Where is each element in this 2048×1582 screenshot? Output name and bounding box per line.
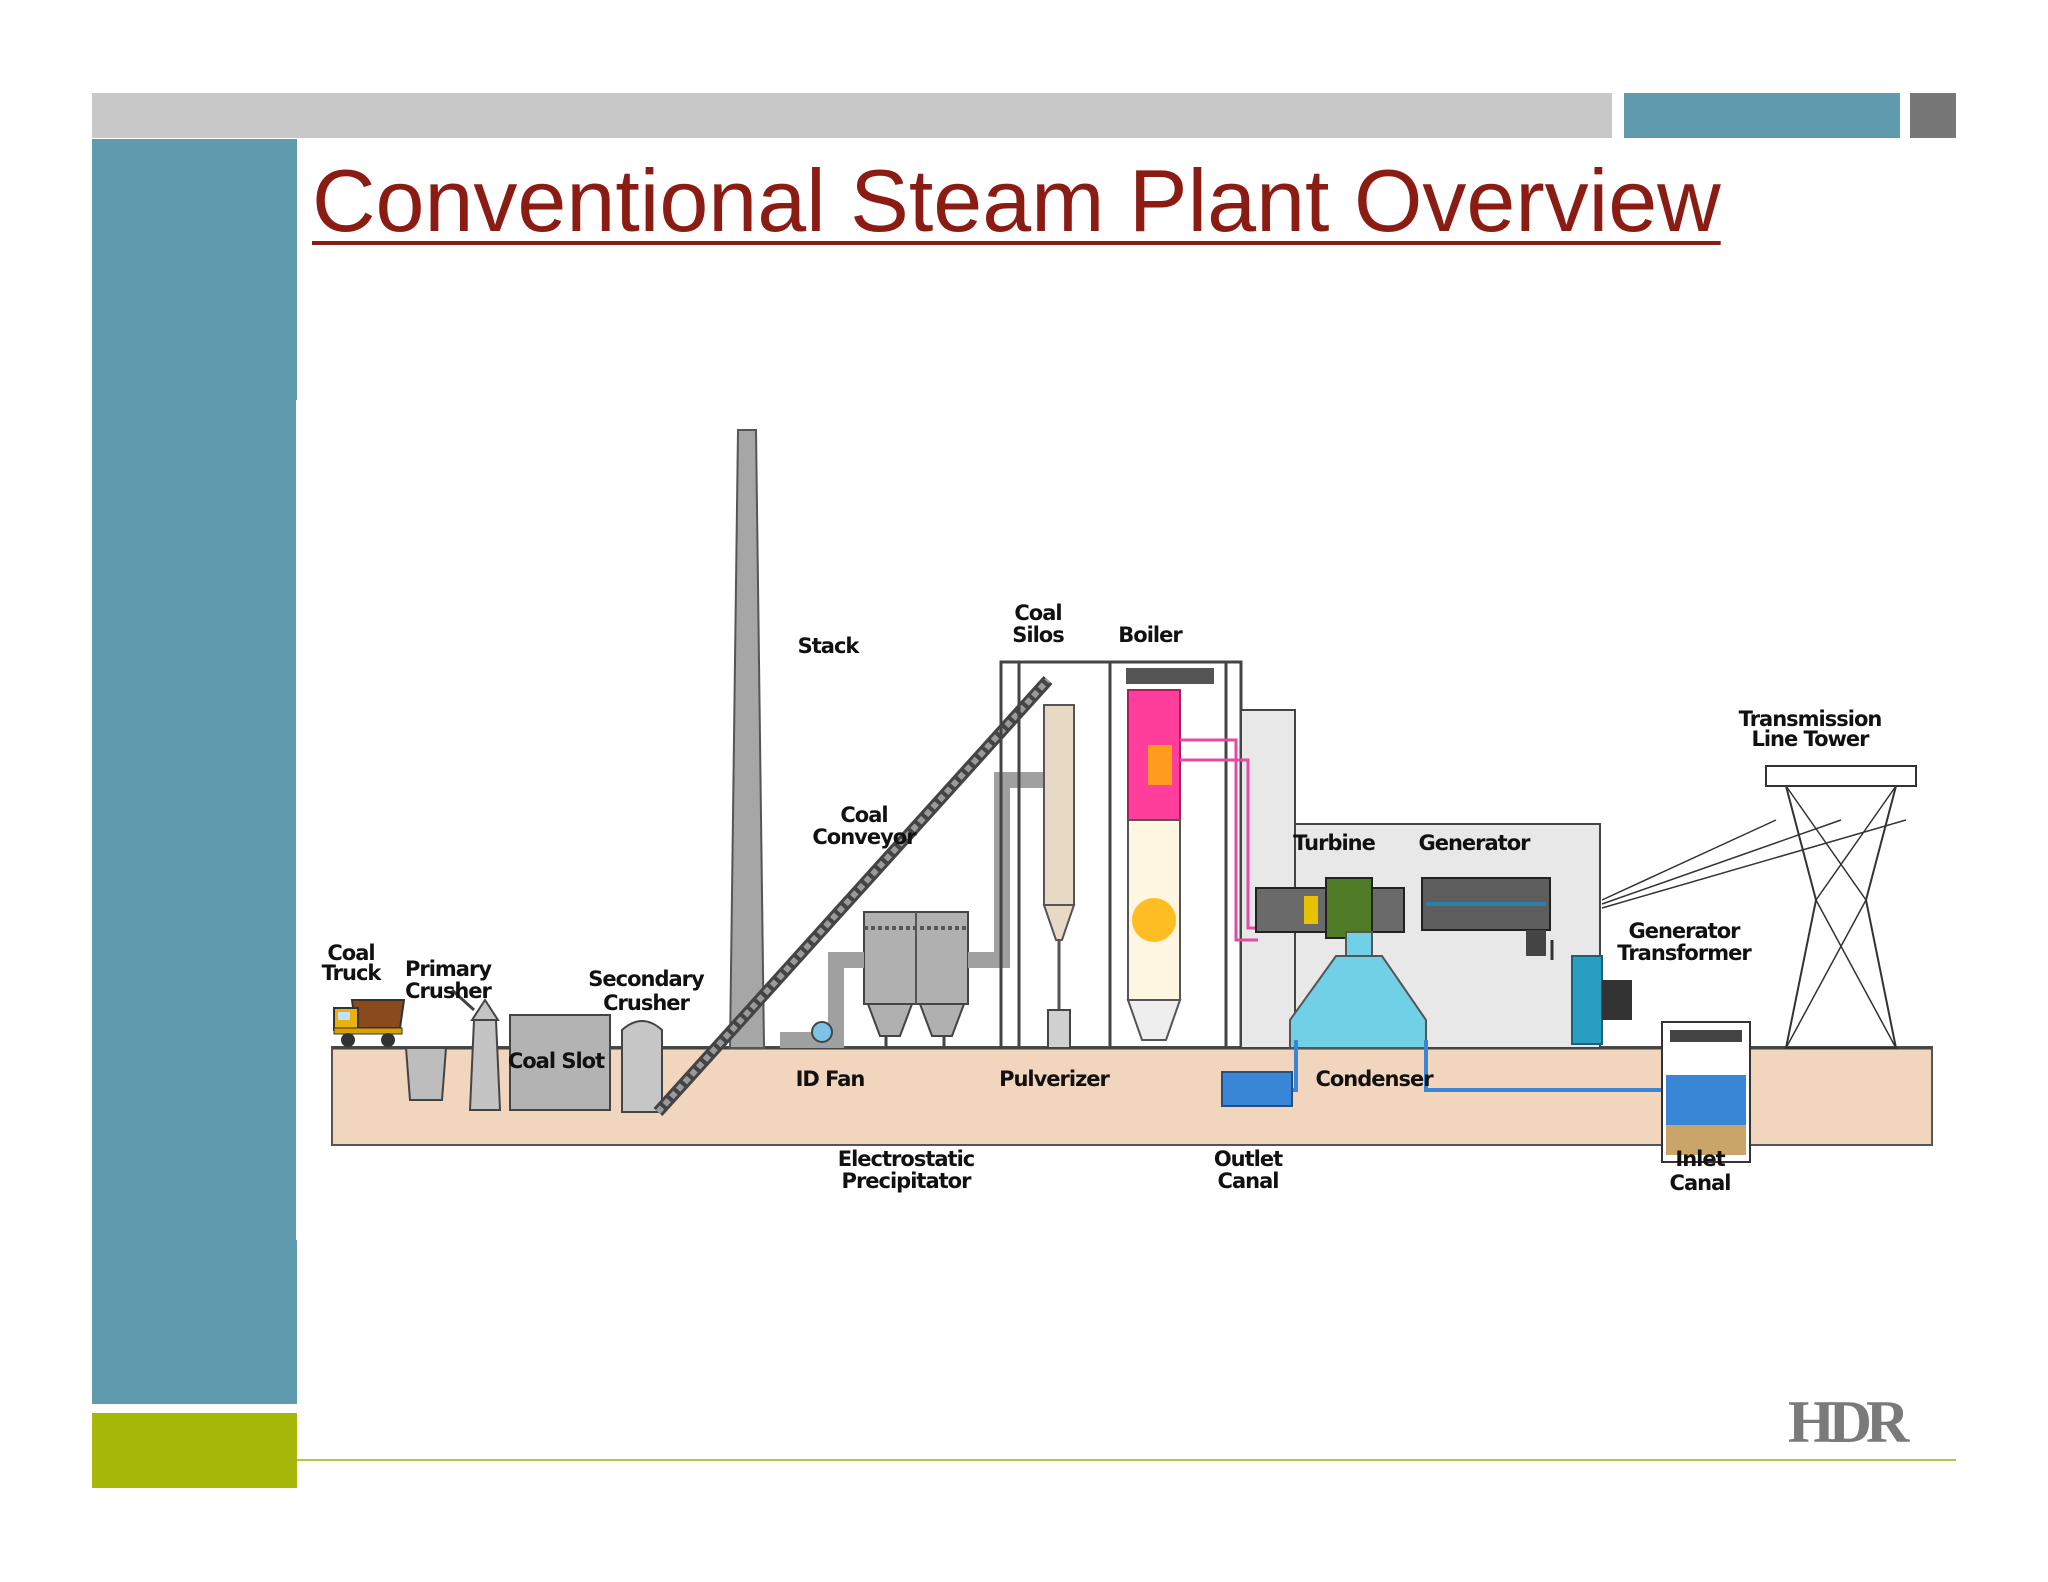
- coal-truck-icon: [333, 999, 406, 1047]
- inlet-canal-icon: [1661, 1021, 1751, 1163]
- coal-conveyor-icon: [653, 675, 1053, 1117]
- label-boiler: Boiler: [1118, 623, 1183, 647]
- top-dark-square: [1910, 93, 1956, 138]
- outlet-canal-icon: [1221, 1071, 1293, 1107]
- transmission-tower-icon: [1601, 765, 1917, 1049]
- hdr-logo: HDR: [1788, 1389, 1909, 1455]
- coal-slot-icon: [509, 1014, 611, 1111]
- generator-transformer-icon: [1550, 940, 1632, 1045]
- primary-crusher-icon: [404, 988, 502, 1111]
- label-pulverizer: Pulverizer: [999, 1067, 1110, 1091]
- left-teal-band: [92, 139, 297, 1404]
- stack-icon: [728, 429, 766, 1049]
- label-condenser: Condenser: [1315, 1067, 1434, 1091]
- label-coal-slot: Coal Slot: [508, 1049, 605, 1073]
- boiler-house-frame: [999, 660, 1601, 1050]
- turbine-icon: [1255, 877, 1405, 939]
- generator-icon: [1421, 877, 1551, 956]
- id-fan-icon: [811, 1021, 833, 1043]
- top-teal-bar: [1624, 93, 1900, 138]
- left-green-block: [92, 1413, 297, 1488]
- bottom-rule: [297, 1459, 1956, 1461]
- label-turbine: Turbine: [1293, 831, 1376, 855]
- label-stack: Stack: [798, 634, 861, 658]
- boiler-icon: [1126, 668, 1258, 1041]
- top-gray-bar: [92, 93, 1612, 138]
- condenser-icon: [1289, 931, 1427, 1049]
- pulverizer-icon: [1047, 1009, 1071, 1049]
- slide-title: Conventional Steam Plant Overview: [312, 151, 1721, 250]
- label-id-fan: ID Fan: [796, 1067, 865, 1091]
- secondary-crusher-icon: [621, 1020, 663, 1113]
- label-generator: Generator: [1418, 831, 1531, 855]
- coal-silo-icon: [1042, 704, 1076, 1010]
